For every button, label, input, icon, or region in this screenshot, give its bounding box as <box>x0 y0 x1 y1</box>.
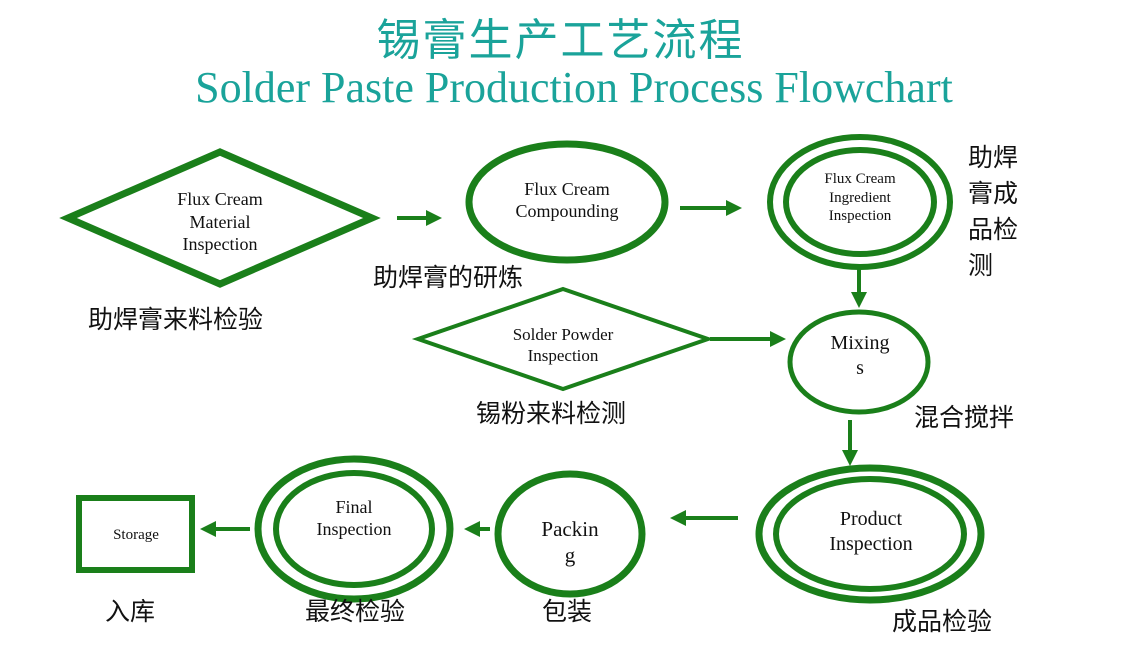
flux-material-label: Flux Cream Material Inspection <box>177 189 263 255</box>
flux-ingredient-ellipse-inner <box>783 147 937 257</box>
storage-box <box>76 495 195 573</box>
final-inspection-ellipse-inner <box>273 470 435 588</box>
mixing-caption: 混合搅拌 <box>914 403 1015 432</box>
final-inspection-label: Final Inspection <box>316 496 392 540</box>
mixing-ellipse <box>787 309 931 415</box>
product-inspection-ellipse-inner <box>773 476 967 592</box>
product-inspection-ellipse-outer <box>755 464 985 604</box>
final-inspection-caption: 最终检验 <box>305 597 406 626</box>
flux-ingredient-label: Flux Cream Ingredient Inspection <box>824 170 896 225</box>
title-chinese: 锡膏生产工艺流程 <box>376 15 745 66</box>
storage-caption: 入库 <box>105 597 156 626</box>
flux-compounding-caption: 助焊膏的研炼 <box>373 263 524 292</box>
flux-compounding-ellipse <box>465 140 669 264</box>
solder-powder-diamond <box>411 286 715 392</box>
mixing-label: Mixing s <box>830 332 890 379</box>
flux-material-caption: 助焊膏来料检验 <box>88 305 264 334</box>
title-english: Solder Paste Production Process Flowchar… <box>195 63 953 112</box>
solder-powder-label: Solder Powder Inspection <box>512 324 614 365</box>
packing-ellipse <box>494 470 646 598</box>
packing-caption: 包装 <box>542 597 593 626</box>
flux-ingredient-ellipse-outer <box>767 134 953 270</box>
flux-material-diamond <box>59 148 381 288</box>
solder-powder-caption: 锡粉来料检测 <box>476 399 627 428</box>
flux-ingredient-caption: 助焊 膏成 品检 测 <box>968 143 1019 280</box>
final-inspection-ellipse-outer <box>254 455 454 603</box>
packing-label: Packin g <box>541 516 599 567</box>
product-inspection-caption: 成品检验 <box>892 607 993 636</box>
product-inspection-label: Product Inspection <box>829 508 913 555</box>
storage-label: Storage <box>113 526 159 543</box>
flux-compounding-label: Flux Cream Compounding <box>515 178 619 222</box>
